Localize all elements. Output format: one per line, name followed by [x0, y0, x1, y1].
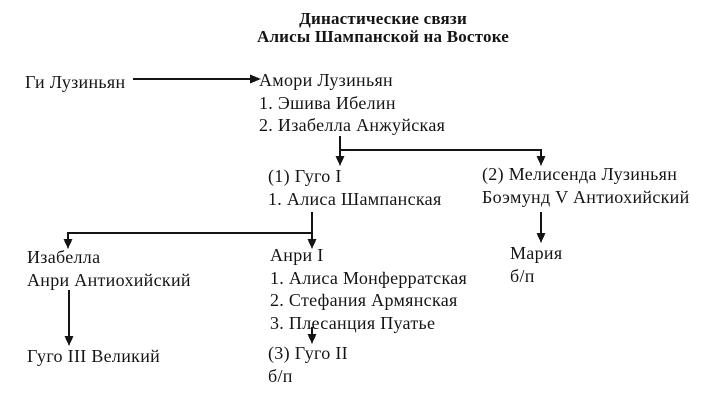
person-name: (2) Мелисенда Лузиньян — [482, 164, 678, 184]
person-name: Ги Лузиньян — [25, 72, 126, 92]
diagram-title-line1: Династические связи — [299, 9, 467, 28]
spouse-line: 2. Стефания Армянская — [270, 290, 458, 310]
spouse-line: Боэмунд V Антиохийский — [482, 186, 690, 207]
no-progeny-label: б/п — [510, 265, 535, 286]
node-hugo-1: (1) Гуго I 1. Алиса Шампанская — [268, 165, 442, 210]
arrow-guy-to-amaury — [133, 74, 261, 84]
node-hugo-3: Гуго III Великий — [27, 345, 160, 368]
person-name: (3) Гуго II — [268, 343, 348, 363]
person-name: Изабелла — [27, 247, 101, 267]
arrow-henri1-to-hugo2 — [307, 327, 317, 344]
spouse-line: 1. Алиса Монферратская — [270, 267, 468, 288]
diagram-title-line2: Алисы Шампанской на Востоке — [256, 26, 510, 46]
person-name: Амори Лузиньян — [259, 70, 393, 90]
spouse-line: 1. Эшива Ибелин — [259, 92, 396, 113]
person-name: Мария — [510, 243, 563, 263]
node-hugo-2: (3) Гуго II б/п — [268, 342, 348, 387]
spouse-line: 1. Алиса Шампанская — [268, 188, 442, 209]
arrow-isabella-to-hugo3 — [64, 290, 74, 346]
spouse-line: 3. Плесанция Пуатье — [270, 312, 436, 333]
node-melisende-lusignan: (2) Мелисенда Лузиньян Боэмунд V Антиохи… — [482, 163, 690, 208]
no-progeny-label: б/п — [268, 365, 293, 386]
person-name: Анри I — [270, 245, 324, 265]
diagram-title: Династические связи Алисы Шампанской на … — [23, 10, 720, 45]
person-name: (1) Гуго I — [268, 166, 342, 186]
node-maria: Мария б/п — [510, 242, 562, 287]
connector-hugo1-children — [63, 212, 317, 249]
node-amaury-lusignan: Амори Лузиньян 1. Эшива Ибелин 2. Изабел… — [259, 69, 445, 137]
spouse-line: 2. Изабелла Анжуйская — [259, 115, 446, 135]
node-isabella: Изабелла Анри Антиохийский — [27, 246, 191, 291]
arrow-melisende-to-maria — [536, 212, 546, 243]
node-henri-1: Анри I 1. Алиса Монферратская 2. Стефани… — [270, 244, 467, 334]
connector-amaury-children — [335, 136, 546, 166]
spouse-line: Анри Антиохийский — [27, 269, 191, 290]
node-guy-lusignan: Ги Лузиньян — [25, 71, 125, 94]
person-name: Гуго III Великий — [27, 346, 161, 366]
